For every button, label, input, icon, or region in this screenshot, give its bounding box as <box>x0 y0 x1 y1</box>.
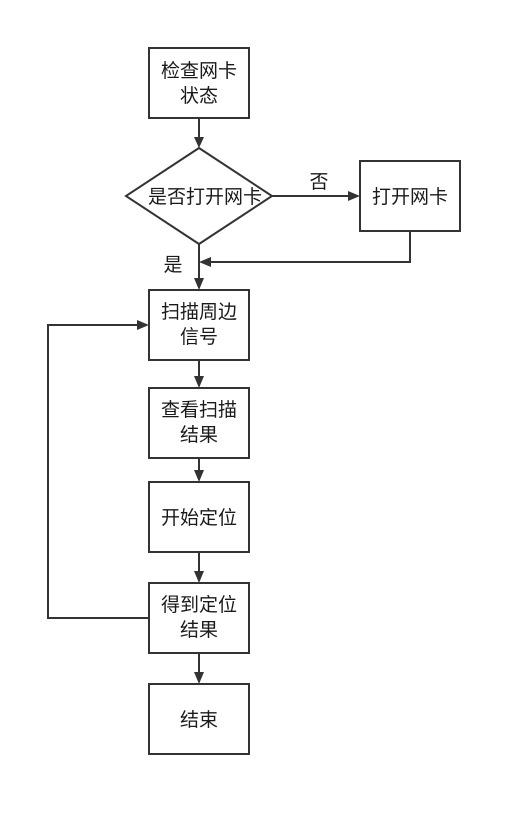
node-open-nic: 打开网卡 <box>359 160 461 232</box>
node-check-nic-status: 检查网卡 状态 <box>148 47 250 119</box>
node-text-line1: 扫描周边 <box>161 301 237 323</box>
node-text-line1: 检查网卡 <box>161 60 237 82</box>
edge-result-loop-to-scan <box>47 324 149 619</box>
node-scan-signals: 扫描周边 信号 <box>148 289 250 361</box>
node-text-line2: 状态 <box>180 85 218 107</box>
edges <box>47 118 411 684</box>
edge-label-no: 否 <box>309 171 328 193</box>
arrowhead <box>194 376 204 388</box>
process-box <box>148 582 250 654</box>
arrowhead <box>194 470 204 482</box>
node-text-line2: 结果 <box>180 619 218 641</box>
edge-label-yes: 是 <box>163 254 182 276</box>
node-text-line1: 查看扫描 <box>161 399 237 421</box>
node-nic-open-decision: 是否打开网卡 <box>124 146 274 246</box>
arrowhead <box>194 278 204 290</box>
node-text: 打开网卡 <box>372 186 448 208</box>
node-start-locate: 开始定位 <box>148 481 250 553</box>
node-text: 结束 <box>180 709 218 731</box>
node-text: 开始定位 <box>161 507 237 529</box>
node-text: 是否打开网卡 <box>148 186 262 208</box>
process-box <box>148 47 250 119</box>
process-box <box>148 289 250 361</box>
arrowhead <box>194 672 204 684</box>
node-get-locate-result: 得到定位 结果 <box>148 582 250 654</box>
process-box <box>148 683 250 755</box>
process-box <box>148 481 250 553</box>
arrowhead <box>348 191 360 201</box>
arrowhead <box>137 320 149 330</box>
decision-diamond <box>124 146 274 246</box>
process-box <box>359 160 461 232</box>
node-text-line2: 信号 <box>180 326 218 348</box>
node-text-line2: 结果 <box>180 424 218 446</box>
arrowhead <box>194 137 204 148</box>
node-view-scan-results: 查看扫描 结果 <box>148 387 250 459</box>
edge-open-nic-to-main <box>210 231 411 263</box>
arrowhead <box>199 257 211 267</box>
node-text-line1: 得到定位 <box>161 594 237 616</box>
arrowhead <box>194 571 204 583</box>
node-end: 结束 <box>148 683 250 755</box>
process-box <box>148 387 250 459</box>
